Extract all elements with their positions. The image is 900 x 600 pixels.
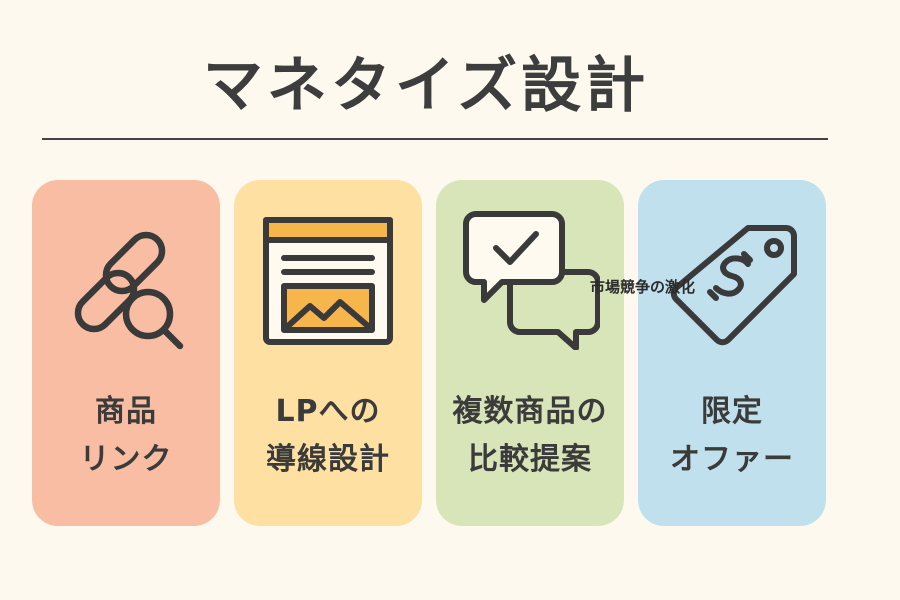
title-divider [42, 138, 828, 140]
card-label-line1: 商品 [95, 394, 157, 429]
card-product-link: 商品 リンク [32, 180, 220, 526]
card-lp-funnel: LPへの 導線設計 [234, 180, 422, 526]
page-title: マネタイズ設計 [202, 51, 650, 121]
card-label-line2: 比較提案 [468, 442, 592, 477]
card-label-line1: LPへの [275, 394, 381, 429]
card-label-line2: リンク [79, 442, 173, 477]
card-limited-offer: 限定 オファー [638, 180, 826, 526]
landing-page-icon [263, 217, 393, 345]
chain-link-magnifier-icon [74, 231, 184, 350]
chat-bubbles-check-icon [463, 211, 600, 350]
price-tag-dollar-icon [670, 225, 797, 346]
card-label-line2: オファー [670, 442, 794, 477]
overlay-caption: 市場競争の激化 [590, 278, 696, 296]
card-label-line1: 複数商品の [452, 394, 608, 429]
card-label: LPへの 導線設計 [234, 388, 422, 484]
card-label-line2: 導線設計 [266, 442, 390, 477]
card-label: 商品 リンク [32, 388, 220, 484]
card-label: 限定 オファー [638, 388, 826, 484]
card-product-comparison: 複数商品の 比較提案 [436, 180, 624, 526]
card-label-line1: 限定 [701, 394, 763, 429]
card-label: 複数商品の 比較提案 [436, 388, 624, 484]
